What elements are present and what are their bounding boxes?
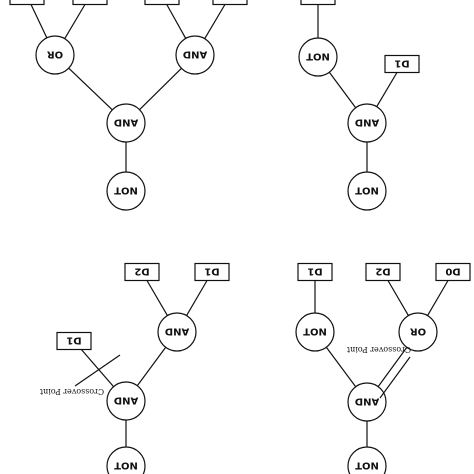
node-label: NOT — [306, 51, 330, 62]
operator-node-and: AND — [347, 103, 387, 143]
node-label: AND — [355, 396, 379, 407]
node-circle — [106, 171, 146, 211]
terminal-node-d0: D0 — [435, 262, 471, 282]
node-circle — [347, 103, 387, 143]
node-label: OR — [410, 326, 427, 337]
node-box — [297, 262, 333, 282]
tree-edge — [376, 72, 398, 107]
operator-node-not: NOT — [347, 171, 387, 211]
operator-node-and: AND — [157, 312, 197, 352]
terminal-node-d1: D1 — [56, 331, 92, 351]
tree-edge — [146, 280, 168, 316]
node-label: NOT — [355, 460, 379, 471]
tree-1: OR AND AND NOT — [9, 0, 248, 211]
tree-edge — [166, 4, 187, 39]
node-box — [124, 262, 160, 282]
node-label: D2 — [375, 266, 390, 277]
node-label: D0 — [445, 266, 460, 277]
node-label: AND — [114, 395, 138, 406]
terminal-node-d2: D2 — [124, 262, 160, 282]
terminal-node-unlabeled — [72, 0, 108, 6]
node-circle — [347, 446, 387, 474]
node-box — [300, 0, 336, 6]
tree-edge — [64, 4, 86, 39]
terminal-node-unlabeled — [212, 0, 248, 6]
node-label: AND — [114, 117, 138, 128]
tree-edge — [328, 71, 357, 109]
node-label: D1 — [307, 266, 322, 277]
node-circle — [347, 382, 387, 422]
operator-node-not: NOT — [295, 312, 335, 352]
tree-edge — [427, 280, 449, 316]
tree-edge — [204, 4, 226, 39]
node-box — [212, 0, 248, 6]
node-box — [194, 262, 230, 282]
tree-edge — [377, 347, 408, 387]
node-circle — [347, 171, 387, 211]
node-label: D1 — [66, 335, 81, 346]
node-label: AND — [355, 117, 379, 128]
tree-edge — [30, 4, 48, 39]
operator-node-and: AND — [347, 382, 387, 422]
tree-edge — [139, 67, 182, 111]
operator-node-not: NOT — [106, 446, 146, 474]
terminal-node-unlabeled — [300, 0, 336, 6]
node-box — [384, 54, 420, 74]
operator-node-not: NOT — [298, 37, 338, 77]
crossover-point-label: Crossover Point — [39, 387, 104, 396]
node-circle — [175, 35, 215, 75]
tree-edge — [136, 346, 167, 387]
node-label: D1 — [204, 266, 219, 277]
node-circle — [35, 35, 75, 75]
node-box — [144, 0, 180, 6]
node-label: NOT — [114, 460, 138, 471]
node-box — [56, 331, 92, 351]
node-label: AND — [165, 326, 189, 337]
node-box — [72, 0, 108, 6]
node-label: D2 — [134, 266, 149, 277]
operator-node-and: AND — [106, 103, 146, 143]
operator-node-not: NOT — [347, 446, 387, 474]
node-label: D1 — [394, 58, 409, 69]
node-box — [435, 262, 471, 282]
node-label: NOT — [114, 185, 138, 196]
node-circle — [298, 37, 338, 77]
node-box — [365, 262, 401, 282]
terminal-node-d1: D1 — [384, 54, 420, 74]
crossover-point-label: Crossover Point — [346, 345, 411, 354]
operator-node-or: OR — [35, 35, 75, 75]
terminal-node-d2: D2 — [365, 262, 401, 282]
node-box — [9, 0, 45, 6]
tree-edge — [68, 67, 113, 111]
node-circle — [398, 312, 438, 352]
terminal-node-d1: D1 — [297, 262, 333, 282]
operator-node-and: AND — [175, 35, 215, 75]
tree-edge — [186, 280, 208, 316]
operator-node-or: OR — [398, 312, 438, 352]
operator-node-not: NOT — [106, 171, 146, 211]
node-label: NOT — [303, 326, 327, 337]
tree-edge — [387, 280, 409, 316]
tree-edge — [325, 346, 357, 388]
node-circle — [295, 312, 335, 352]
operator-node-and: AND — [106, 381, 146, 421]
node-circle — [157, 312, 197, 352]
terminal-node-unlabeled — [144, 0, 180, 6]
crossover-marker-line — [74, 354, 121, 387]
node-label: NOT — [355, 185, 379, 196]
node-label: AND — [183, 49, 207, 60]
crossover-marker-line — [379, 356, 411, 399]
terminal-node-unlabeled — [9, 0, 45, 6]
node-label: OR — [47, 49, 64, 60]
node-circle — [106, 446, 146, 474]
tree-edge — [80, 349, 115, 388]
node-circle — [106, 381, 146, 421]
node-circle — [106, 103, 146, 143]
terminal-node-d1: D1 — [194, 262, 230, 282]
